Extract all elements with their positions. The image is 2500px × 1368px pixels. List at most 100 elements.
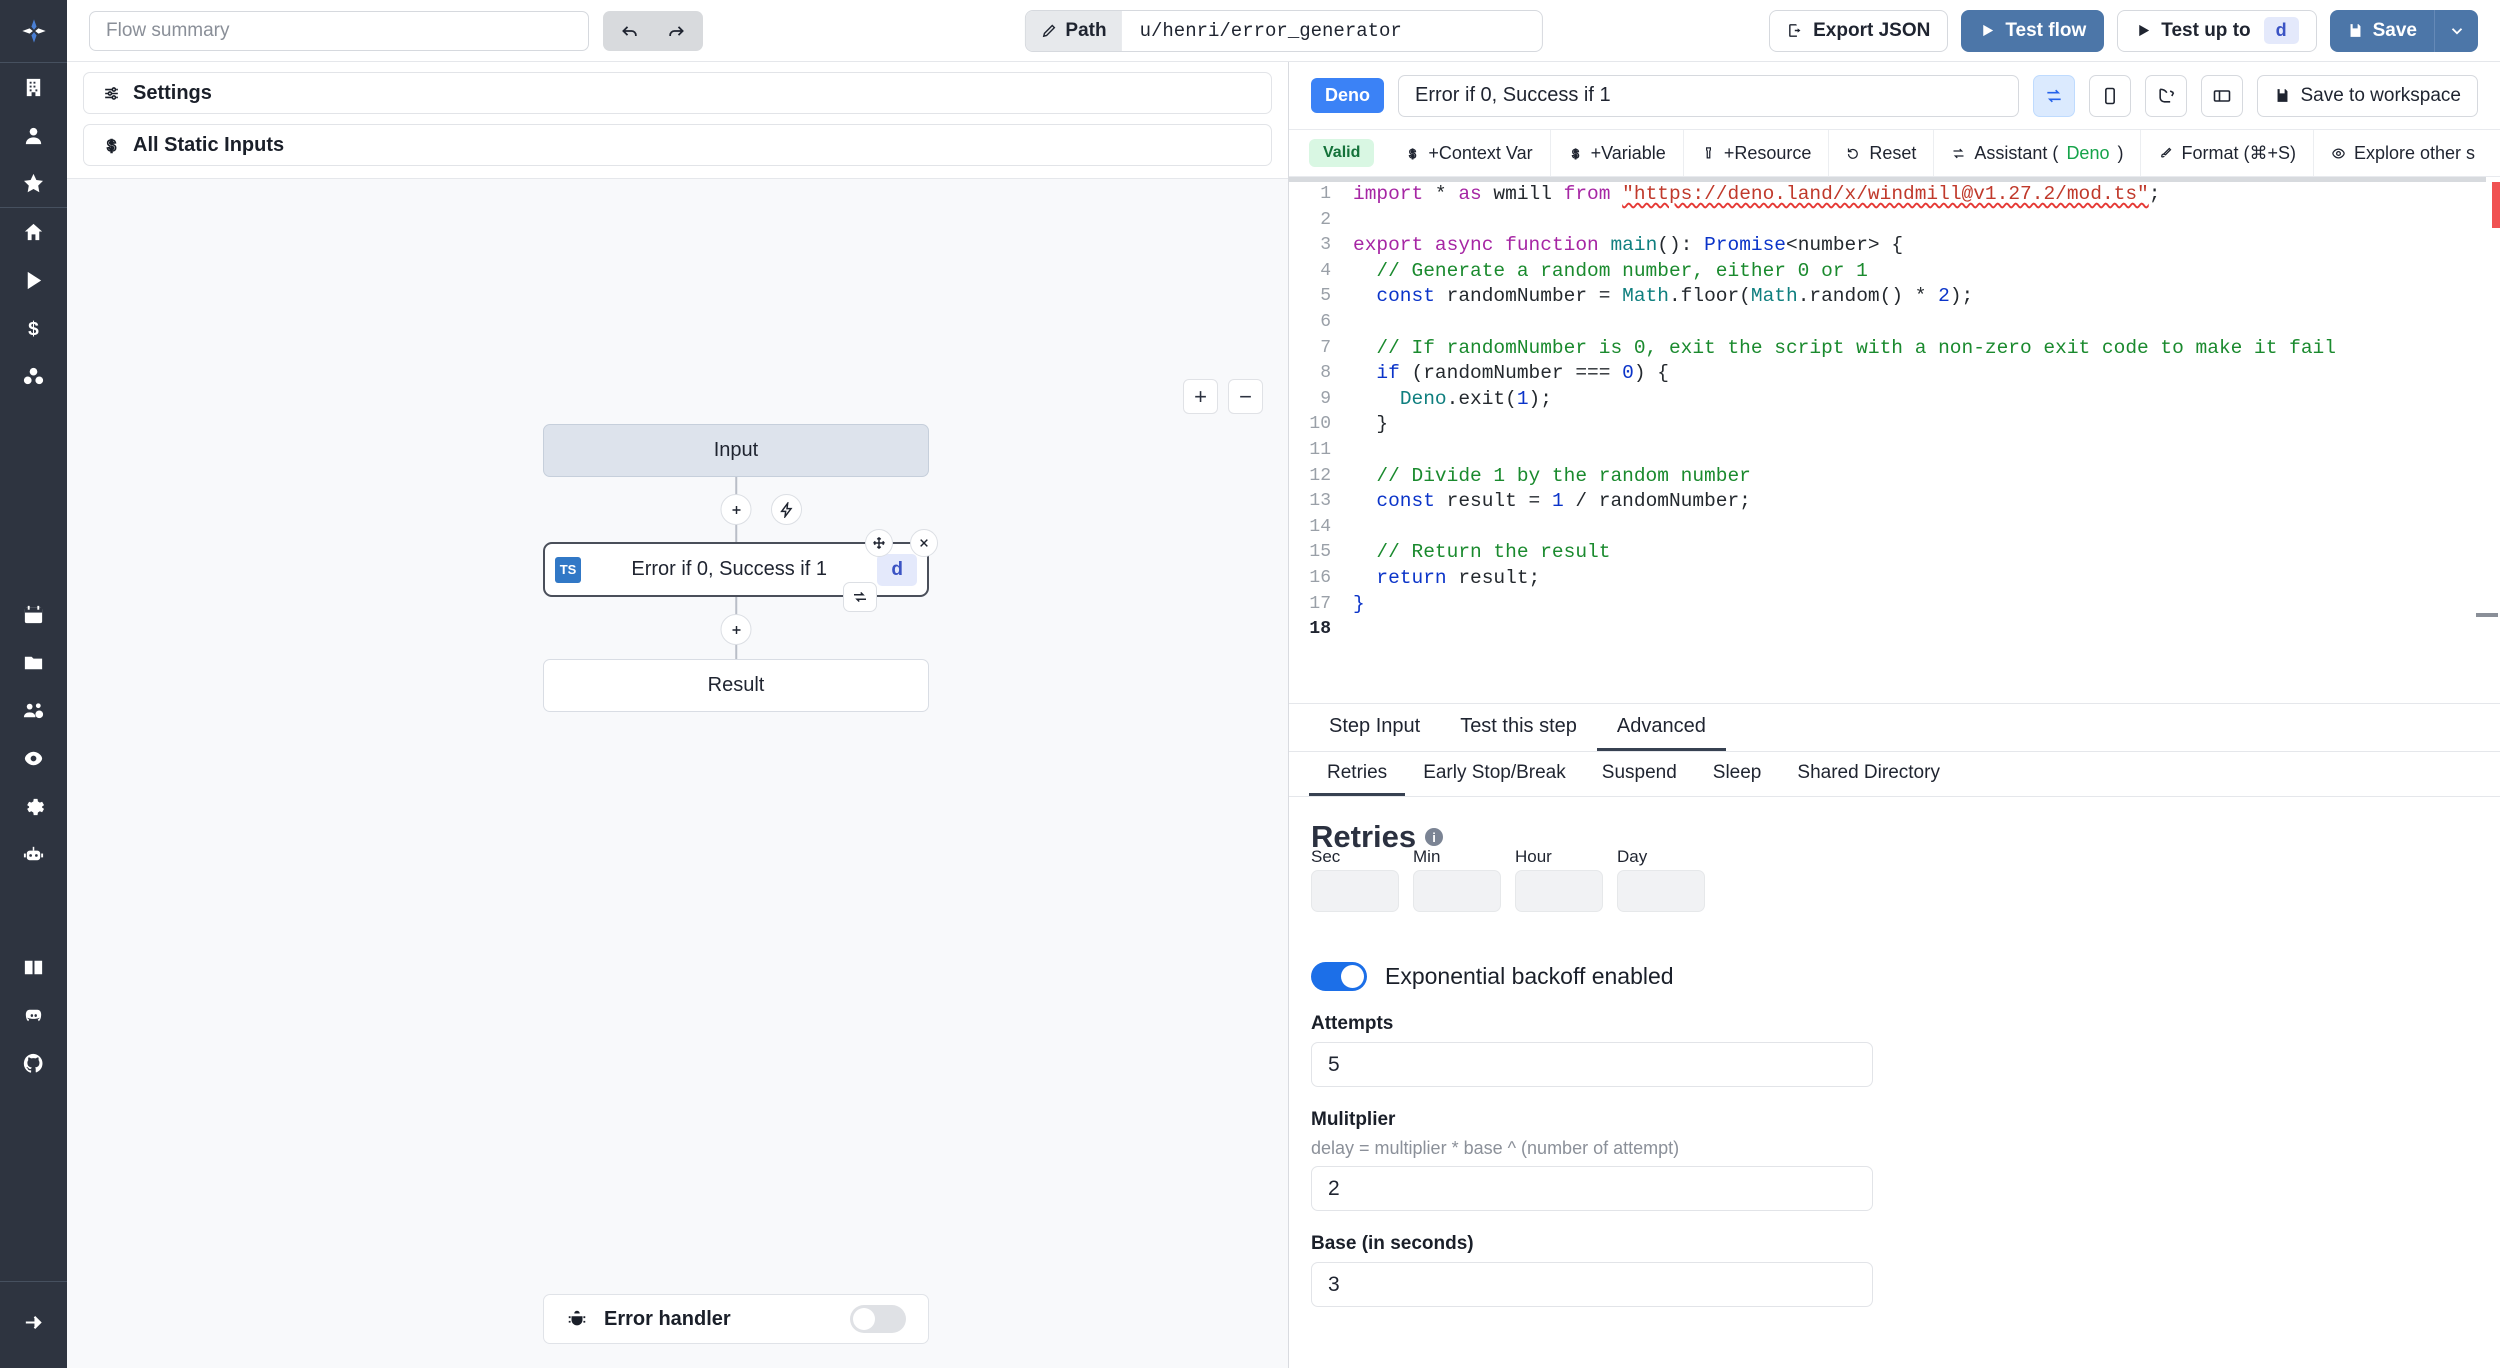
test-up-to-button[interactable]: Test up to d (2117, 9, 2317, 52)
move-icon[interactable] (865, 529, 893, 557)
save-button[interactable]: Save (2330, 10, 2434, 52)
line-content[interactable]: // Divide 1 by the random number (1376, 464, 1751, 487)
time-input-hour[interactable] (1515, 870, 1603, 913)
all-static-inputs-accordion[interactable]: $ All Static Inputs (83, 124, 1272, 166)
line-content[interactable]: const randomNumber = Math.floor(Math.ran… (1376, 285, 1974, 308)
line-content[interactable] (1345, 515, 1365, 541)
error-handler-toggle[interactable] (850, 1305, 906, 1333)
line-content[interactable]: return result; (1376, 566, 1541, 589)
retry-icon[interactable] (843, 582, 877, 612)
add-trigger-button[interactable] (771, 494, 802, 525)
line-content[interactable] (1345, 438, 1365, 464)
tab-step-input[interactable]: Step Input (1329, 714, 1421, 737)
time-input-sec[interactable] (1311, 870, 1399, 913)
code-line[interactable]: 18 (1289, 617, 2500, 643)
flow-canvas[interactable]: + − Input (67, 178, 1288, 1368)
code-line[interactable]: 4 // Generate a random number, either 0 … (1289, 259, 2500, 285)
zoom-in-button[interactable]: + (1183, 379, 1218, 414)
path-field[interactable]: Path u/henri/error_generator (1024, 9, 1543, 52)
time-input-min[interactable] (1413, 870, 1501, 913)
line-content[interactable]: if (randomNumber === 0) { (1376, 362, 1669, 385)
subtab-early-stop-break[interactable]: Early Stop/Break (1423, 761, 1566, 783)
close-icon[interactable] (910, 529, 938, 557)
subtab-retries[interactable]: Retries (1309, 752, 1406, 797)
book-icon[interactable] (0, 943, 67, 991)
code-line[interactable]: 10 } (1289, 412, 2500, 438)
code-horizontal-scrollbar-top[interactable] (1289, 177, 2486, 182)
code-line[interactable]: 6 (1289, 310, 2500, 336)
base-input[interactable]: 3 (1311, 1262, 1873, 1308)
code-line[interactable]: 16 return result; (1289, 566, 2500, 592)
user-icon[interactable] (0, 111, 67, 159)
add-step-button-1[interactable] (720, 494, 752, 525)
eye-icon[interactable] (0, 734, 67, 782)
line-content[interactable] (1345, 208, 1365, 234)
star-icon[interactable] (0, 159, 67, 207)
building-icon[interactable] (0, 63, 67, 111)
line-content[interactable]: // Return the result (1376, 541, 1611, 564)
subtab-shared-directory[interactable]: Shared Directory (1797, 761, 1940, 783)
settings-accordion[interactable]: Settings (83, 72, 1272, 114)
line-content[interactable]: Deno.exit(1); (1399, 387, 1552, 410)
multiplier-input[interactable]: 2 (1311, 1166, 1873, 1212)
add-variable-button[interactable]: $ +Variable (1551, 130, 1684, 176)
exponential-backoff-toggle[interactable] (1311, 962, 1367, 992)
line-content[interactable]: import * as wmill from "https://deno.lan… (1353, 183, 2161, 205)
line-content[interactable]: const result = 1 / randomNumber; (1376, 490, 1751, 513)
reset-button[interactable]: Reset (1829, 130, 1935, 176)
path-value[interactable]: u/henri/error_generator (1139, 19, 1402, 42)
line-content[interactable]: } (1353, 592, 1365, 615)
robot-icon[interactable] (0, 830, 67, 878)
group-settings-icon[interactable] (0, 686, 67, 734)
error-handler-bar[interactable]: Error handler (543, 1294, 929, 1344)
tab-test-this-step[interactable]: Test this step (1460, 714, 1577, 737)
home-icon[interactable] (0, 208, 67, 256)
undo-icon[interactable] (609, 15, 651, 47)
dollar-icon[interactable]: $ (0, 304, 67, 352)
subtab-sleep[interactable]: Sleep (1712, 761, 1762, 783)
discord-icon[interactable] (0, 991, 67, 1039)
github-icon[interactable] (0, 1039, 67, 1087)
code-line[interactable]: 11 (1289, 438, 2500, 464)
info-icon[interactable]: i (1425, 828, 1444, 847)
subtab-suspend[interactable]: Suspend (1601, 761, 1677, 783)
format-button[interactable]: Format (⌘+S) (2141, 130, 2314, 176)
reload-script-button[interactable] (2033, 74, 2076, 117)
script-name-input[interactable]: Error if 0, Success if 1 (1398, 74, 2020, 117)
panel-layout-button[interactable] (2201, 74, 2244, 117)
flow-summary-input[interactable]: Flow summary (89, 10, 589, 51)
code-line[interactable]: 9 Deno.exit(1); (1289, 387, 2500, 413)
zoom-out-button[interactable]: − (1228, 379, 1263, 414)
code-line[interactable]: 14 (1289, 515, 2500, 541)
line-content[interactable] (1345, 617, 1365, 643)
flow-node-result[interactable]: Result (543, 659, 929, 712)
gear-icon[interactable] (0, 782, 67, 830)
line-content[interactable]: // If randomNumber is 0, exit the script… (1376, 336, 2336, 359)
line-content[interactable]: export async function main(): Promise<nu… (1353, 234, 1904, 257)
code-line[interactable]: 17} (1289, 592, 2500, 618)
export-json-button[interactable]: Export JSON (1769, 9, 1949, 52)
add-context-var-button[interactable]: $ +Context Var (1388, 130, 1551, 176)
attempts-input[interactable]: 5 (1311, 1042, 1873, 1088)
add-step-button-2[interactable] (720, 614, 752, 645)
test-flow-button[interactable]: Test flow (1961, 9, 2105, 52)
line-content[interactable]: // Generate a random number, either 0 or… (1376, 259, 1868, 282)
code-line[interactable]: 5 const randomNumber = Math.floor(Math.r… (1289, 284, 2500, 310)
code-line[interactable]: 2 (1289, 208, 2500, 234)
assistant-button[interactable]: Assistant (Deno) (1934, 130, 2142, 176)
redo-icon[interactable] (655, 15, 697, 47)
add-resource-button[interactable]: +Resource (1684, 130, 1830, 176)
webhook-button[interactable] (2145, 74, 2188, 117)
calendar-icon[interactable] (0, 590, 67, 638)
explore-other-scripts-button[interactable]: Explore other s (2314, 130, 2492, 176)
time-input-day[interactable] (1617, 870, 1705, 913)
windmill-logo-icon[interactable] (0, 0, 67, 62)
mobile-preview-button[interactable] (2089, 74, 2132, 117)
save-to-workspace-button[interactable]: Save to workspace (2257, 74, 2478, 117)
tab-advanced[interactable]: Advanced (1596, 704, 1726, 752)
code-line[interactable]: 8 if (randomNumber === 0) { (1289, 361, 2500, 387)
